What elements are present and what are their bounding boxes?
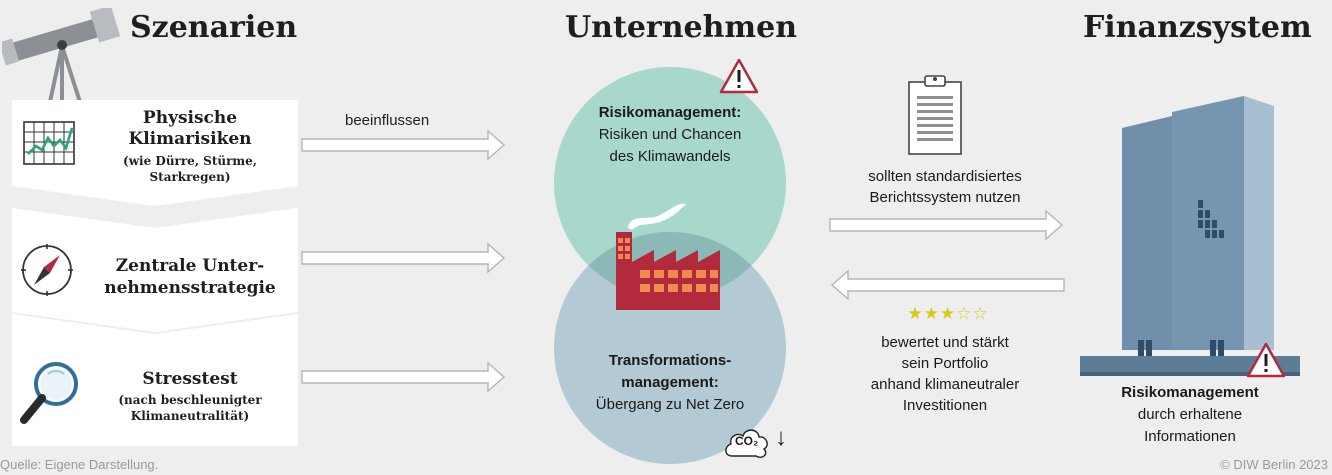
finance-risk-block: Risikomanagement durch erhaltene Informa…: [1090, 382, 1290, 448]
scenario-1-title: Physische Klimarisiken: [100, 108, 280, 150]
scenario-2-title-line2: nehmensstrategie: [104, 278, 276, 298]
rating-stars: ★★★☆☆: [907, 304, 989, 323]
scenario-3-sub-line1: (nach beschleunigter: [118, 393, 262, 407]
risk-management-line1: Risiken und Chancen: [598, 126, 742, 143]
from-finance-line4: Investitionen: [902, 397, 988, 414]
warning-icon: [719, 58, 759, 94]
from-finance-line3: anhand klimaneutraler: [870, 376, 1020, 393]
scenario-3-sub: (nach beschleunigter Klimaneutralität): [100, 392, 280, 424]
finance-risk-line1: durch erhaltene: [1137, 406, 1243, 423]
factory-icon: [616, 203, 720, 310]
arrow-scenario-2: [301, 242, 506, 274]
transformation-block: Transformations- management: Übergang zu…: [555, 350, 785, 416]
header-scenarios: Szenarien: [130, 10, 298, 45]
scenario-1-title-line1: Physische: [142, 108, 238, 128]
arrow-from-finance: [830, 269, 1065, 301]
source-note: Quelle: Eigene Darstellung.: [0, 457, 159, 472]
scenario-3-sub-line2: Klimaneutralität): [130, 409, 250, 423]
magnifier-icon: [20, 362, 78, 424]
from-finance-line2: sein Portfolio: [901, 355, 989, 372]
to-finance-line1: sollten standardisiertes: [868, 168, 1022, 185]
co2-down-arrow: ↓: [775, 424, 787, 451]
compass-icon: [21, 244, 73, 296]
scenario-1-sub: (wie Dürre, Stürme, Starkregen): [100, 153, 280, 185]
from-finance-text: bewertet und stärkt sein Portfolio anhan…: [830, 332, 1060, 416]
risk-management-block: Risikomanagement: Risiken und Chancen de…: [560, 102, 780, 168]
scenario-1-sub-line2: Starkregen): [149, 170, 231, 184]
finance-risk-title: Risikomanagement: [1121, 384, 1259, 401]
arrow-scenario-3: [301, 361, 506, 393]
co2-cloud-icon: [725, 429, 768, 458]
transformation-line1: Übergang zu Net Zero: [595, 396, 745, 413]
clipboard-icon: [908, 75, 962, 155]
scenario-2-title: Zentrale Unter- nehmensstrategie: [100, 255, 280, 299]
risk-circle: [554, 67, 786, 299]
from-finance-line1: bewertet und stärkt: [881, 334, 1009, 351]
header-company: Unternehmen: [565, 10, 798, 45]
scenario-3-title: Stresstest: [142, 369, 238, 389]
finance-risk-line2: Informationen: [1144, 428, 1236, 445]
arrow-scenario-1: [301, 129, 506, 161]
co2-label: CO₂: [735, 434, 759, 448]
scenario-panel-3: [12, 314, 298, 446]
influence-label: beeinflussen: [345, 112, 430, 129]
transformation-circle: [554, 232, 786, 464]
arrow-to-finance: [829, 209, 1064, 241]
telescope-icon: [2, 8, 121, 103]
bank-building-icon: [1080, 96, 1300, 376]
scenario-panel-2: [12, 208, 298, 332]
scenario-1-title-line2: Klimarisiken: [128, 129, 252, 149]
building-warning-icon: [1246, 342, 1286, 378]
scenario-panel-1: [12, 100, 298, 206]
risk-management-title: Risikomanagement:: [598, 104, 742, 121]
to-finance-line2: Berichtssystem nutzen: [869, 189, 1021, 206]
scenario-1-sub-line1: (wie Dürre, Stürme,: [123, 154, 257, 168]
chart-icon: [23, 121, 75, 165]
copyright-note: © DIW Berlin 2023: [1220, 457, 1328, 472]
risk-management-line2: des Klimawandels: [609, 148, 731, 165]
transformation-title-line2: management:: [621, 374, 719, 391]
to-finance-text: sollten standardisiertes Berichtssystem …: [830, 166, 1060, 208]
scenario-2-title-line1: Zentrale Unter-: [115, 256, 265, 276]
transformation-title-line1: Transformations-: [608, 352, 732, 369]
venn-diagram: [554, 67, 786, 464]
header-finance: Finanzsystem: [1083, 10, 1312, 45]
